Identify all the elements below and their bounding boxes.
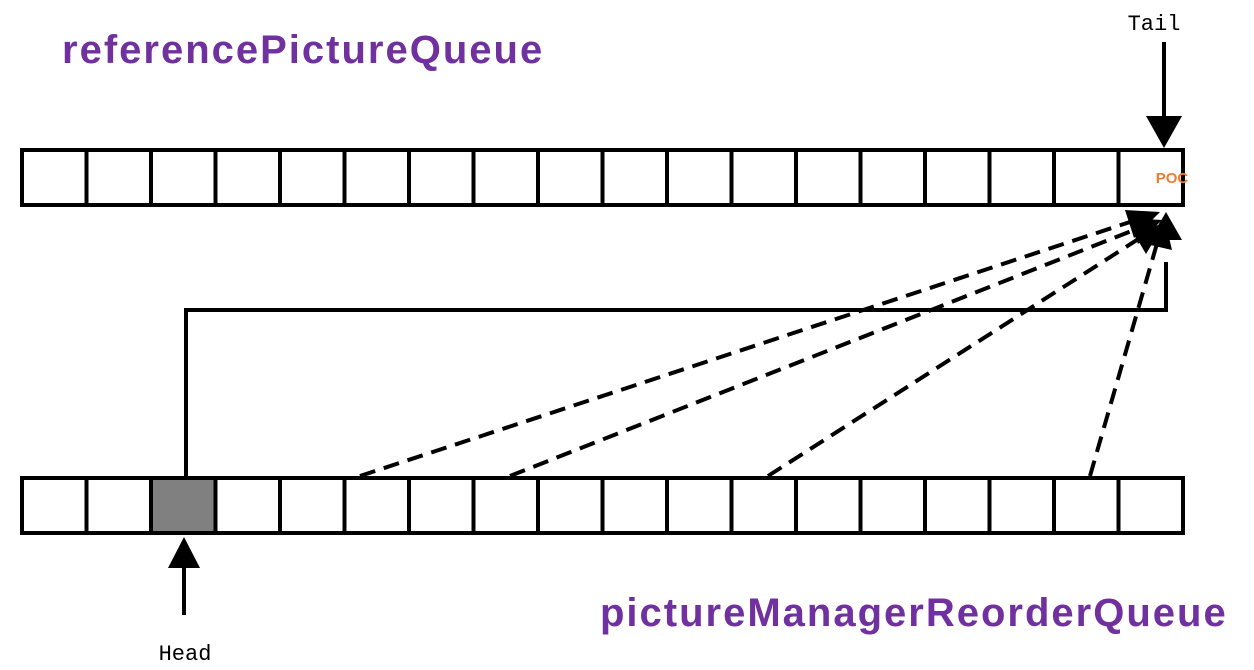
reorder-queue-cell <box>1116 476 1185 535</box>
reorder-queue-title: pictureManagerReorderQueue <box>600 591 1228 635</box>
tail-label: Tail <box>1128 12 1181 37</box>
reference-queue-cell <box>471 148 540 207</box>
reference-queue-cell <box>858 148 927 207</box>
reorder-queue-cell <box>794 476 863 535</box>
reorder-queue-cell <box>858 476 927 535</box>
reference-queue-cell <box>278 148 347 207</box>
reorder-queue-cell <box>729 476 798 535</box>
reference-queue-cell <box>1052 148 1121 207</box>
reorder-queue-cell <box>536 476 605 535</box>
reorder-queue-cell <box>20 476 89 535</box>
poc-label: POC <box>1156 170 1189 187</box>
reference-queue-cell <box>794 148 863 207</box>
reorder-queue-cell <box>665 476 734 535</box>
reference-queue-title: referencePictureQueue <box>62 28 544 72</box>
head-to-poc-connector <box>184 212 1182 476</box>
reference-queue-cell <box>729 148 798 207</box>
reorder-queue-cell <box>407 476 476 535</box>
reference-queue-cell <box>987 148 1056 207</box>
reorder-queue-cell <box>600 476 669 535</box>
reference-queue-cell <box>342 148 411 207</box>
reorder-queue-cell <box>84 476 153 535</box>
head-pointer-arrow <box>168 537 200 615</box>
reference-queue-cell <box>665 148 734 207</box>
reference-queue-cell <box>923 148 992 207</box>
dashed-connector-1 <box>359 210 1160 478</box>
reference-queue-cell <box>20 148 89 207</box>
dashed-connector-4 <box>1088 216 1172 477</box>
reference-picture-queue <box>20 148 1185 207</box>
reorder-queue-cell <box>342 476 411 535</box>
dashed-connector-3 <box>766 224 1164 478</box>
head-cell <box>149 476 218 535</box>
reorder-queue-cell <box>923 476 992 535</box>
reference-queue-cell <box>84 148 153 207</box>
dashed-connector-2 <box>509 218 1162 478</box>
tail-pointer-arrow <box>1146 42 1182 148</box>
reorder-queue-cell <box>1052 476 1121 535</box>
reorder-queue-cell <box>471 476 540 535</box>
reorder-queue <box>20 476 1185 535</box>
reference-queue-cell <box>407 148 476 207</box>
reorder-queue-cell <box>987 476 1056 535</box>
reference-queue-cell <box>600 148 669 207</box>
reference-queue-cell <box>149 148 218 207</box>
reference-queue-cell <box>536 148 605 207</box>
head-label: Head <box>159 642 212 667</box>
reorder-queue-cell <box>278 476 347 535</box>
poc-cell <box>1116 148 1185 207</box>
reference-queue-cell <box>213 148 282 207</box>
reorder-queue-cell <box>213 476 282 535</box>
